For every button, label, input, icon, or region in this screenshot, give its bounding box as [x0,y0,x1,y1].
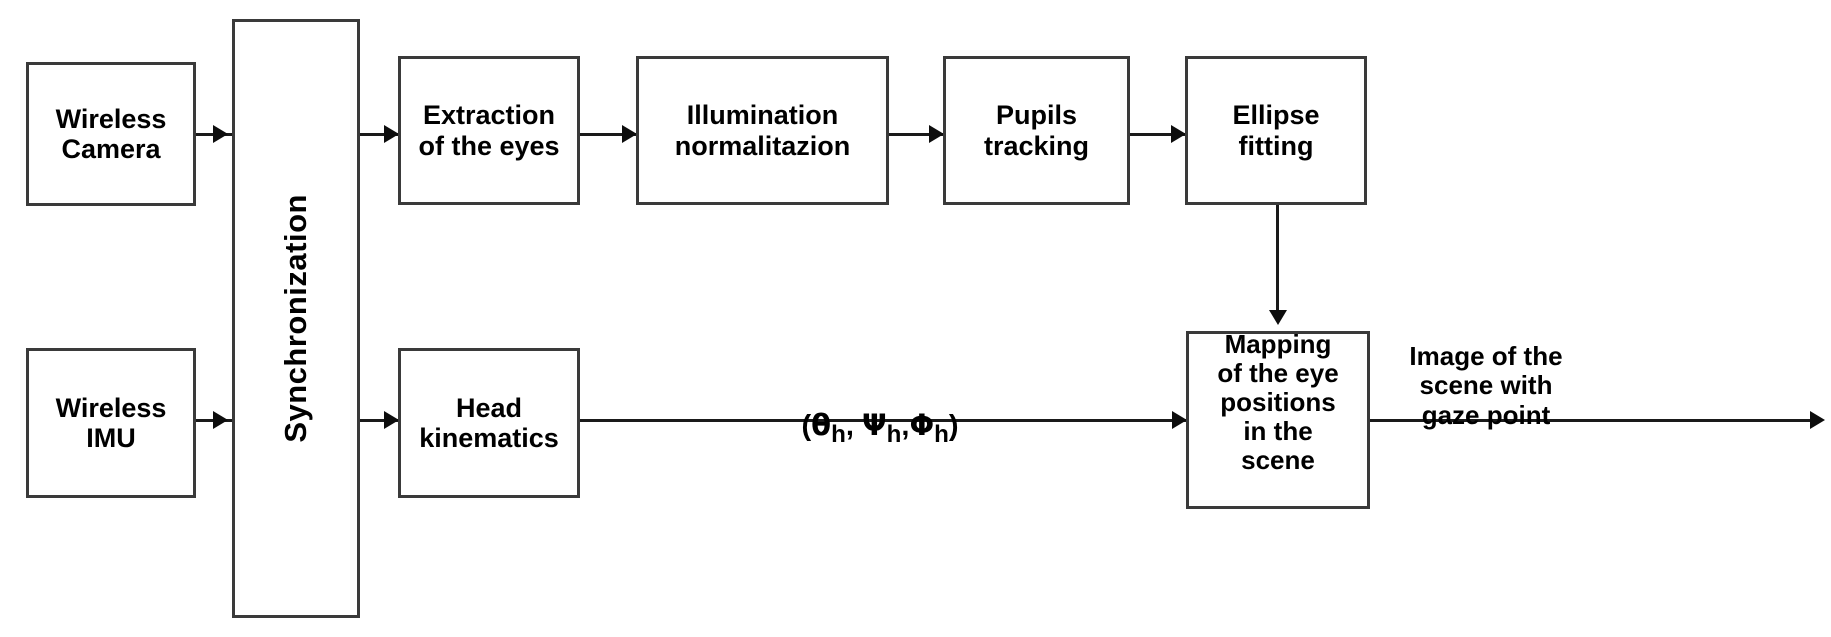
edge-sync-to-head-kinematics [360,419,402,422]
node-mapping-of-the-eye-positions[interactable]: Mapping of the eye positions in the scen… [1186,329,1370,509]
edge-label-head-angles: (θh, Ψh,Φh) [720,376,1040,448]
node-head-kinematics[interactable]: Head kinematics [398,348,580,498]
arrowhead-sync-to-extraction [384,125,399,143]
edge-mapping-to-output [1370,419,1817,422]
arrowhead-pupils-to-ellipse [1171,125,1186,143]
edge-label-head-angles-text: (θh, Ψh,Φh) [801,408,959,448]
arrowhead-ellipse-to-mapping [1269,310,1287,325]
edge-label-output: Image of the scene with gaze point [1366,312,1606,431]
arrowhead-illumination-to-pupils [929,125,944,143]
node-illumination-normalitazion[interactable]: Illumination normalitazion [636,56,889,205]
node-wireless-camera-label: Wireless Camera [55,103,167,164]
node-pupils-tracking[interactable]: Pupils tracking [943,56,1130,205]
node-wireless-camera[interactable]: Wireless Camera [26,62,196,206]
arrowhead-camera-to-sync [213,125,228,143]
edge-pupils-to-ellipse [1130,133,1188,136]
arrowhead-mapping-to-output [1810,411,1825,429]
node-extraction-of-the-eyes-label: Extraction of the eyes [418,100,560,161]
node-extraction-of-the-eyes[interactable]: Extraction of the eyes [398,56,580,205]
node-mapping-of-the-eye-positions-label: Mapping of the eye positions in the scen… [1217,329,1339,476]
arrowhead-head-kinematics-to-mapping [1172,411,1187,429]
edge-extraction-to-illumination [580,133,638,136]
node-ellipse-fitting-label: Ellipse fitting [1232,100,1320,161]
edge-illumination-to-pupils [889,133,947,136]
arrowhead-extraction-to-illumination [622,125,637,143]
node-wireless-imu[interactable]: Wireless IMU [26,348,196,498]
node-wireless-imu-label: Wireless IMU [55,392,167,453]
arrowhead-imu-to-sync [213,411,228,429]
node-synchronization[interactable]: Synchronization [232,19,360,618]
edge-label-output-text: Image of the scene with gaze point [1409,340,1563,430]
node-ellipse-fitting[interactable]: Ellipse fitting [1185,56,1367,205]
node-head-kinematics-label: Head kinematics [419,392,559,453]
arrowhead-sync-to-head-kinematics [384,411,399,429]
edge-head-kinematics-to-mapping [580,419,1188,422]
edge-sync-to-extraction [360,133,402,136]
node-illumination-normalitazion-label: Illumination normalitazion [674,100,851,161]
node-synchronization-label: Synchronization [277,194,313,443]
node-pupils-tracking-label: Pupils tracking [983,100,1090,161]
edge-ellipse-to-mapping [1276,205,1279,315]
